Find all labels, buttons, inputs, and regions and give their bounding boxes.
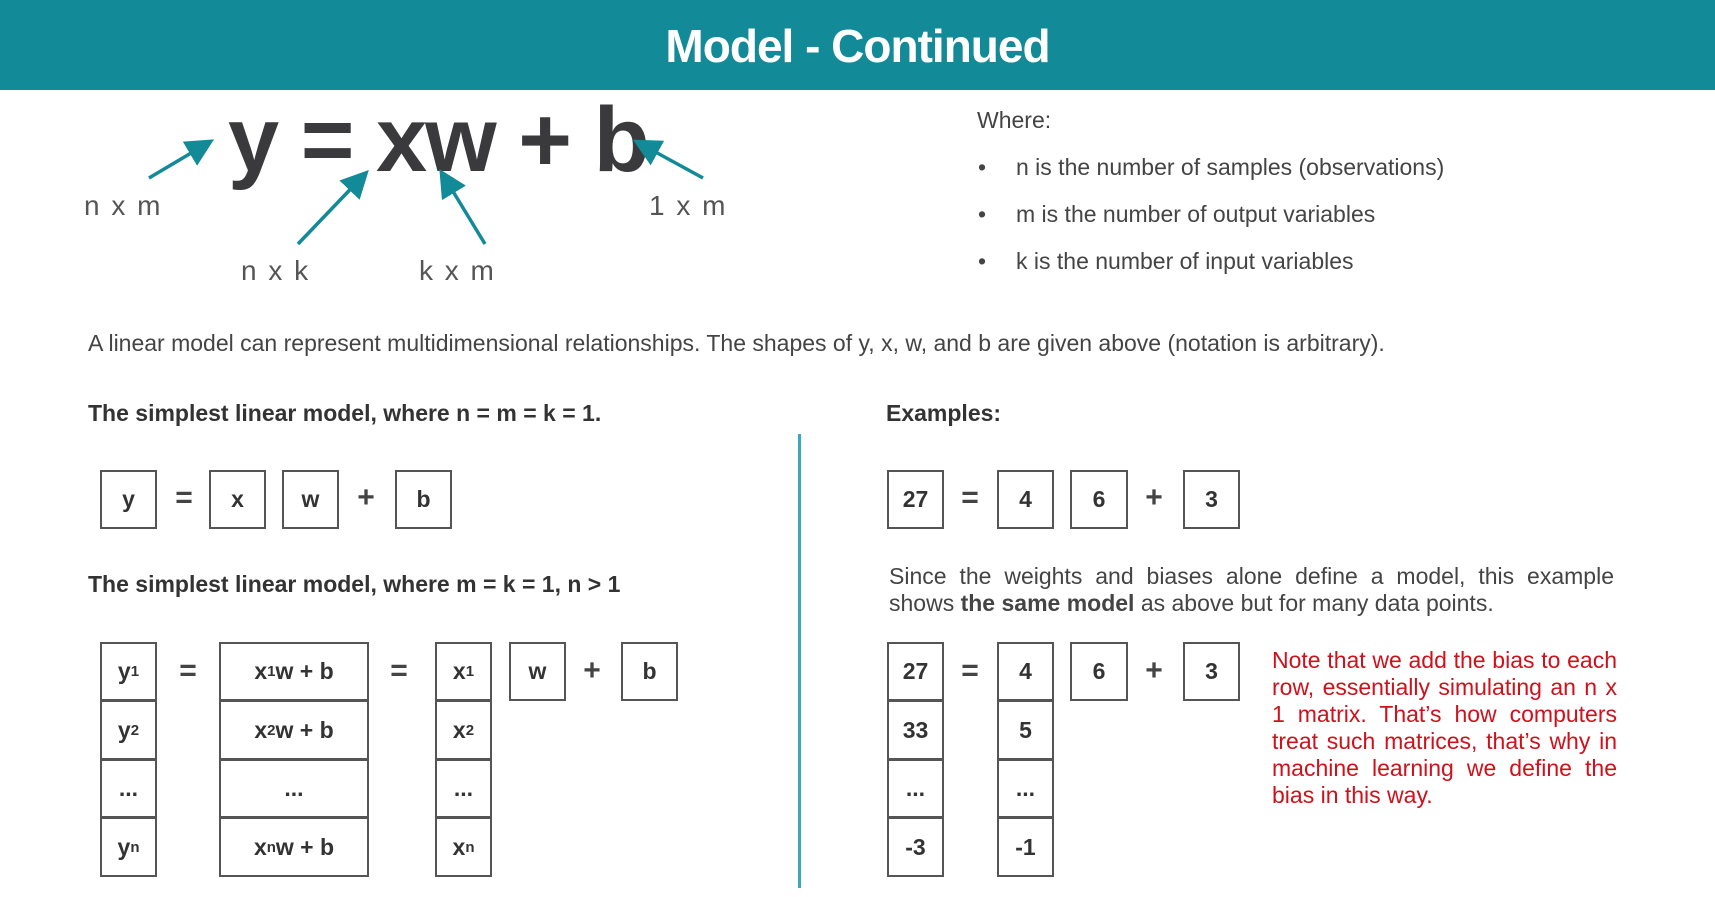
cell-base: y [117,658,131,684]
examples-explanation: Since the weights and biases alone defin… [889,563,1614,617]
arrow-b-icon [632,139,704,180]
description: A linear model can represent multidimens… [88,330,1385,356]
cell-subscript: 1 [465,663,475,680]
w-box: w [509,642,566,701]
cell-base: y [117,833,131,860]
example-x-box: 4 [997,470,1054,529]
where-item: m is the number of output variables [1016,201,1376,227]
cell-base: ... [284,775,304,801]
b-box: b [621,642,678,701]
cell-base: ... [453,775,474,801]
arrow-x-icon [296,169,369,246]
section1-heading: The simplest linear model, where n = m =… [88,400,602,426]
x-matrix-cell: ... [435,759,492,818]
cell-subscript: 2 [465,721,475,739]
examples-heading: Examples: [886,400,1002,426]
shape-w: k x m [419,255,496,286]
cell-subscript: 2 [267,721,276,739]
cell-subscript: n [130,838,140,856]
cell-subscript: 2 [130,721,140,739]
plus-sign: + [357,481,375,514]
equals-sign: = [961,654,979,687]
b-box: b [395,470,452,529]
example-b-box: 3 [1183,642,1240,701]
example-w-box: 6 [1070,642,1128,701]
cell-base: x [253,833,267,860]
cell-base: x [254,658,268,684]
cell-base: x [452,833,466,860]
example-x-cell: ... [997,759,1054,818]
cell-base: ... [118,775,139,801]
since-text: Since the weights and biases alone defin… [889,563,1614,616]
w-box: w [282,470,339,529]
since-text-end: as above but for many data points. [1134,590,1494,616]
where-item: n is the number of samples (observations… [1016,154,1445,180]
section2-heading: The simplest linear model, where m = k =… [88,571,621,597]
where-label: Where: [977,107,1052,133]
y-box: y [100,470,157,529]
bullet-icon: • [978,248,987,274]
shape-b: 1 x m [649,190,728,221]
equals-sign: = [961,481,979,514]
x-box: x [209,470,266,529]
since-bold-text: the same model [960,590,1135,616]
xw-plus-b-matrix-cell: ... [219,759,369,818]
cell-rest: w + b [275,833,335,860]
shape-x: n x k [241,255,311,286]
cell-rest: w + b [275,658,334,684]
plus-sign: + [583,654,601,687]
linear-model-equation: y = xw + b [228,89,650,191]
y-matrix-cell: ... [100,759,157,818]
example-y-cell: -3 [887,817,944,877]
example-w-box: 6 [1070,470,1128,529]
example-y-cell: ... [887,759,944,818]
arrow-y-icon [148,139,215,180]
example-y-box: 27 [887,470,944,529]
example-y-cell: 27 [887,642,944,701]
plus-sign: + [1145,481,1163,514]
cell-subscript: 1 [267,663,276,680]
cell-subscript: n [266,838,276,856]
where-item: k is the number of input variables [1016,248,1354,274]
bullet-icon: • [978,154,987,180]
cell-base: x [452,716,466,743]
example-x-cell: 4 [997,642,1054,701]
cell-base: y [117,716,131,743]
bullet-icon: • [978,201,987,227]
equals-sign: = [175,481,193,514]
example-y-cell: 33 [887,700,944,760]
page-title: Model - Continued [0,0,1715,90]
cell-base: x [254,716,268,743]
example-b-box: 3 [1183,470,1240,529]
example-x-cell: -1 [997,817,1054,877]
bias-note: Note that we add the bias to each row, e… [1272,647,1617,808]
cell-subscript: 1 [130,663,140,680]
column-divider [798,434,801,888]
equals-sign: = [390,654,408,687]
cell-subscript: n [465,838,475,856]
example-x-cell: 5 [997,700,1054,760]
cell-rest: w + b [275,716,334,743]
shape-y: n x m [84,190,163,221]
plus-sign: + [1145,654,1163,687]
shape-arrows [148,139,704,246]
cell-base: x [452,658,466,684]
arrow-w-icon [439,169,487,245]
equals-sign: = [179,654,197,687]
